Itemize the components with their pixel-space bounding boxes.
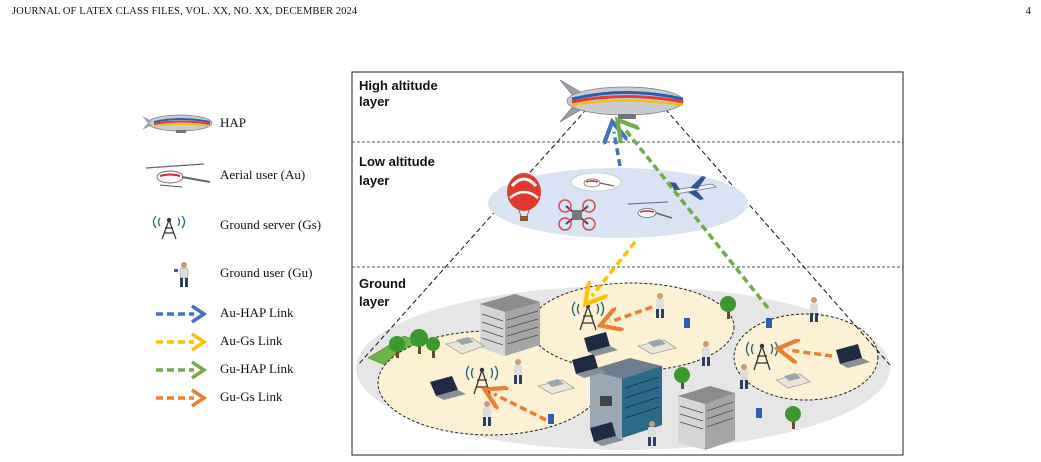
person-phone-icon: [810, 297, 818, 322]
layer-label-line: layer: [359, 173, 389, 188]
legend-item-au-gs-link: Au-Gs Link: [140, 328, 350, 356]
tree-icon: [426, 337, 440, 358]
legend-item-aerial-user: Aerial user (Au): [140, 162, 350, 190]
gu-gs-link: [494, 394, 547, 422]
layer-label-line: layer: [359, 94, 389, 109]
laptop-icon: [572, 354, 606, 378]
laptop-icon: [584, 332, 618, 356]
helicopter-icon: [627, 201, 673, 219]
legend-label: Aerial user (Au): [220, 167, 306, 182]
legend-label: HAP: [220, 115, 247, 130]
drone-icon: [558, 199, 596, 231]
dashed-arrow-icon: [156, 332, 208, 352]
car-icon: [775, 373, 811, 389]
airship-icon: [142, 114, 213, 133]
legend-label: Gu-Gs Link: [220, 389, 283, 404]
laptop-icon: [590, 422, 624, 446]
car-icon: [637, 339, 677, 355]
person-phone-icon: [740, 364, 748, 389]
antenna-tower-icon: [745, 341, 779, 371]
layer-label-line: High altitude: [359, 78, 438, 93]
legend-item-ground-user: Ground user (Gu): [140, 260, 350, 288]
phone-icon: [548, 414, 554, 424]
person-phone-icon: [514, 359, 522, 384]
building-icon: [590, 358, 662, 438]
legend-item-ground-server: Ground server (Gs): [140, 212, 350, 240]
person-phone-icon: [174, 262, 189, 287]
person-phone-icon: [702, 341, 710, 366]
phone-icon: [684, 318, 690, 328]
tree-icon: [720, 296, 736, 319]
person-phone-icon: [656, 293, 664, 318]
legend-item-hap: HAP: [140, 110, 350, 138]
phone-icon: [756, 408, 762, 418]
person-phone-icon: [648, 421, 656, 446]
legend-label: Au-HAP Link: [220, 305, 294, 320]
legend-item-gu-hap-link: Gu-HAP Link: [140, 356, 350, 384]
helicopter-icon: [570, 172, 622, 192]
dashed-arrow-icon: [156, 304, 208, 324]
car-icon: [537, 379, 575, 395]
low-altitude-zone: [488, 168, 748, 238]
building-icon: [480, 294, 540, 356]
dashed-arrow-icon: [156, 388, 208, 408]
page-number: 4: [1025, 6, 1031, 17]
laptop-icon: [430, 376, 466, 400]
airship-icon: [559, 79, 684, 123]
layer-label-line: Ground: [359, 276, 406, 291]
coverage-boundary: [357, 102, 593, 366]
running-header: JOURNAL OF LATEX CLASS FILES, VOL. XX, N…: [12, 6, 358, 17]
legend-label: Ground user (Gu): [220, 265, 313, 280]
layer-label-line: Low altitude: [359, 154, 435, 169]
legend-label: Gu-HAP Link: [220, 361, 294, 376]
layer-label-line: layer: [359, 294, 389, 309]
hot-air-balloon-icon: [507, 173, 541, 221]
gu-gs-link: [610, 305, 653, 322]
helicopter-icon: [145, 163, 211, 188]
gu-hap-link: [624, 128, 770, 310]
legend-item-gu-gs-link: Gu-Gs Link: [140, 384, 350, 412]
legend-label: Au-Gs Link: [220, 333, 283, 348]
tree-icon: [785, 406, 801, 429]
au-gs-link: [592, 240, 637, 296]
building-icon: [678, 386, 735, 450]
phone-icon: [766, 318, 772, 328]
tree-icon: [389, 336, 405, 358]
car-icon: [445, 337, 485, 355]
coverage-boundary: [659, 102, 891, 366]
dashed-arrow-icon: [156, 360, 208, 380]
coverage-cell: [733, 313, 879, 401]
antenna-tower-icon: [152, 215, 186, 240]
tree-icon: [410, 329, 428, 354]
laptop-icon: [836, 344, 870, 368]
gu-gs-link: [788, 350, 833, 356]
layer-label-low: Low altitude layer: [359, 154, 435, 188]
antenna-tower-icon: [465, 365, 499, 395]
coverage-cell: [529, 282, 735, 372]
legend-label: Ground server (Gs): [220, 217, 322, 232]
legend-item-au-hap-link: Au-HAP Link: [140, 300, 350, 328]
layer-label-ground: Ground layer: [359, 276, 406, 309]
tree-icon: [674, 367, 690, 389]
airplane-icon: [670, 176, 717, 200]
